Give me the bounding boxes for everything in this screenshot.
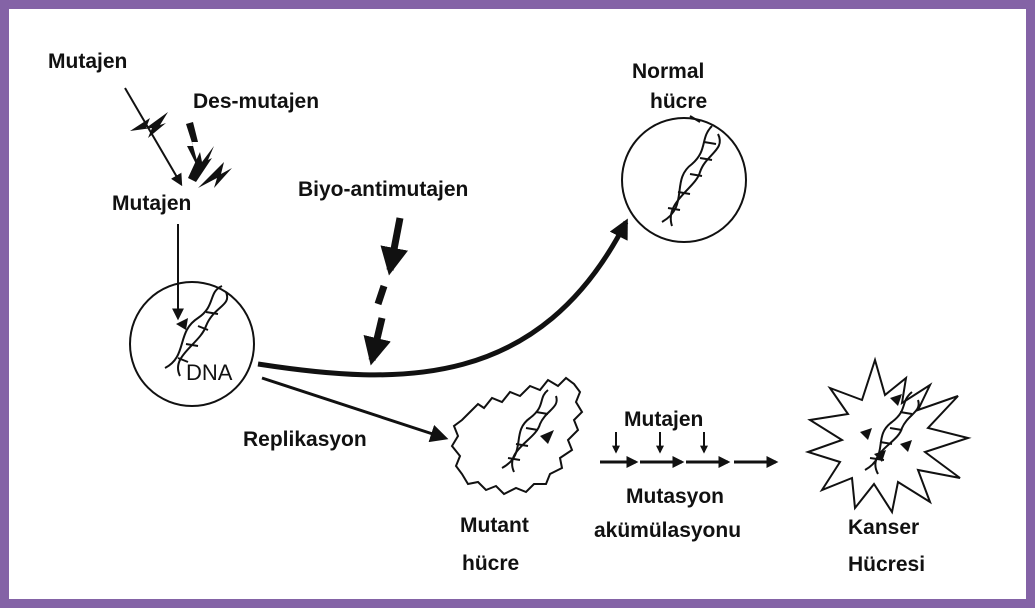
normal-cell-label-1: Normal <box>632 60 704 83</box>
cancer-cell-label-1: Kanser <box>848 516 919 539</box>
normal-cell <box>622 118 746 242</box>
repair-path-arrow <box>258 222 626 375</box>
mutant-cell <box>452 378 582 494</box>
dna-label: DNA <box>186 360 233 385</box>
bioantimutagen-arrow-segment <box>390 218 400 270</box>
mutation-mark <box>540 430 554 444</box>
mutation-mark <box>176 318 188 330</box>
normal-cell-label-2: hücre <box>650 90 707 113</box>
lightning-bolt-icon <box>130 112 168 138</box>
mutagen-mid-label: Mutajen <box>112 192 191 215</box>
bioantimutagen-arrow-segment <box>378 286 384 304</box>
mutant-cell-label-1: Mutant <box>460 514 529 537</box>
mutagen-hit-arrows <box>616 432 704 452</box>
mutagen-top-label: Mutajen <box>48 50 127 73</box>
cancer-cell <box>808 360 968 512</box>
mutation-label-1: Mutasyon <box>626 485 724 508</box>
bioantimutagen-label: Biyo-antimutajen <box>298 178 468 201</box>
mutagen-activation-arrow <box>125 88 181 184</box>
cancer-cell-label-2: Hücresi <box>848 553 925 576</box>
dna-helix-icon <box>502 390 557 472</box>
mutagen-right-label: Mutajen <box>624 408 703 431</box>
mutation-label-2: akümülasyonu <box>594 519 741 542</box>
cancer-cell-dna-icon <box>865 392 919 474</box>
dna-helix-icon <box>662 126 720 226</box>
mutant-cell-label-2: hücre <box>462 552 519 575</box>
desmutagen-label: Des-mutajen <box>193 90 319 113</box>
replication-label: Replikasyon <box>243 428 367 451</box>
bioantimutagen-arrow <box>372 318 382 360</box>
